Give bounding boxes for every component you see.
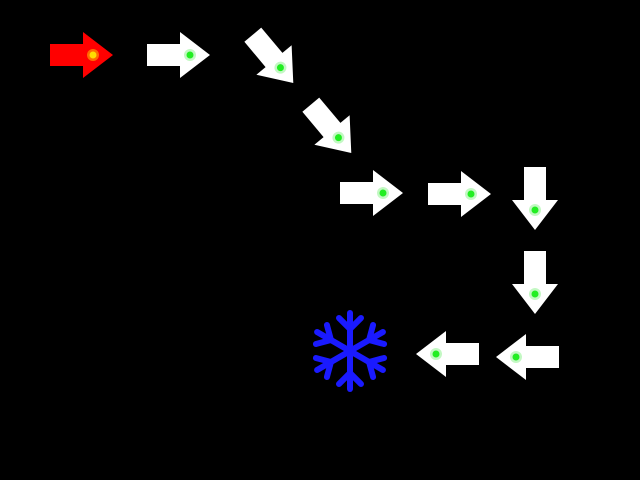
snowflake-stroke	[323, 321, 334, 343]
arrow-body	[496, 334, 559, 380]
arrow-body	[416, 331, 479, 377]
snowflake-arm	[312, 348, 353, 381]
snowflake-stroke	[366, 337, 388, 348]
snowflake-stroke	[347, 348, 386, 373]
arrow-dot	[531, 290, 539, 298]
snowflake-stroke	[366, 359, 377, 381]
arrow-dot	[432, 350, 440, 358]
arrow-path	[50, 20, 559, 380]
snowflake-arm	[336, 310, 364, 354]
arrow-body	[50, 32, 113, 78]
arrow-dot	[379, 189, 387, 197]
arrow-body	[428, 171, 491, 217]
arrow-right-icon[interactable]	[428, 171, 491, 217]
snowflake-arm	[336, 348, 364, 392]
snowflake-stroke	[312, 354, 334, 365]
arrow-body	[512, 167, 558, 230]
goal-snowflake[interactable]	[312, 310, 389, 392]
arrow-right-icon[interactable]	[50, 32, 113, 78]
arrow-dot	[186, 51, 194, 59]
arrow-body	[244, 27, 294, 83]
snowflake-stroke	[336, 370, 353, 387]
arrow-body	[147, 32, 210, 78]
arrow-body	[512, 251, 558, 314]
snowflake-arm	[347, 321, 388, 354]
arrow-dot	[467, 190, 475, 198]
arrow-dot	[276, 64, 284, 72]
snowflake-stroke	[314, 348, 353, 373]
snowflake-arm	[347, 348, 388, 381]
snowflake-arm	[312, 321, 353, 354]
snowflake-hub	[344, 345, 356, 357]
arrow-body	[340, 170, 403, 216]
arrow-down-right-icon[interactable]	[293, 90, 369, 168]
snowflake-icon	[312, 310, 388, 392]
arrow-down-right-icon[interactable]	[235, 20, 311, 98]
arrow-down-icon[interactable]	[512, 167, 558, 230]
arrow-right-icon[interactable]	[147, 32, 210, 78]
arrow-down-icon[interactable]	[512, 251, 558, 314]
snowflake-stroke	[314, 329, 353, 354]
arrow-dot	[334, 134, 342, 142]
arrow-left-icon[interactable]	[496, 334, 559, 380]
arrow-left-icon[interactable]	[416, 331, 479, 377]
arrow-right-icon[interactable]	[340, 170, 403, 216]
snowflake-stroke	[347, 329, 386, 354]
arrow-dot	[512, 353, 520, 361]
snowflake-stroke	[347, 315, 364, 332]
arrow-body	[302, 97, 352, 153]
arrow-dot	[89, 51, 97, 59]
arrow-dot	[531, 206, 539, 214]
